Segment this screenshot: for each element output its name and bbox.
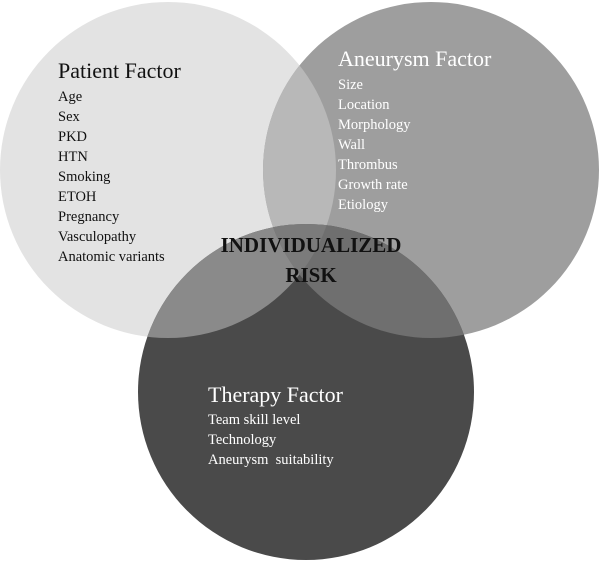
aneurysm-factor-item: Size — [338, 77, 363, 93]
patient-factor-item: PKD — [58, 129, 87, 145]
aneurysm-factor-list: Size Location Morphology Wall Thrombus G… — [338, 77, 411, 213]
therapy-factor-title: Therapy Factor — [208, 382, 344, 407]
patient-factor-item: Age — [58, 89, 82, 105]
aneurysm-factor-item: Morphology — [338, 117, 411, 133]
patient-factor-item: Sex — [58, 109, 81, 125]
center-label-line-1: INDIVIDUALIZED — [221, 233, 402, 257]
patient-factor-list: Age Sex PKD HTN Smoking ETOH Pregnancy V… — [58, 89, 165, 265]
aneurysm-therapy-overlap — [263, 224, 474, 338]
aneurysm-factor-title: Aneurysm Factor — [338, 46, 492, 71]
patient-factor-item: ETOH — [58, 189, 97, 205]
therapy-factor-list: Team skill level Technology Aneurysm sui… — [208, 412, 334, 468]
patient-factor-item: Anatomic variants — [58, 249, 165, 265]
aneurysm-factor-item: Growth rate — [338, 177, 408, 193]
patient-factor-item: HTN — [58, 149, 88, 165]
patient-therapy-overlap — [138, 224, 336, 338]
patient-factor-item: Pregnancy — [58, 209, 120, 225]
therapy-factor-item: Technology — [208, 432, 277, 448]
aneurysm-factor-item: Thrombus — [338, 157, 398, 173]
patient-factor-item: Smoking — [58, 169, 110, 185]
patient-factor-item: Vasculopathy — [58, 229, 137, 245]
aneurysm-factor-item: Wall — [338, 137, 365, 153]
aneurysm-factor-item: Location — [338, 97, 390, 113]
aneurysm-factor-item: Etiology — [338, 197, 389, 213]
therapy-factor-item: Team skill level — [208, 412, 300, 428]
therapy-factor-item: Aneurysm suitability — [208, 452, 334, 468]
center-label-line-2: RISK — [285, 263, 337, 287]
patient-factor-title: Patient Factor — [58, 58, 181, 83]
